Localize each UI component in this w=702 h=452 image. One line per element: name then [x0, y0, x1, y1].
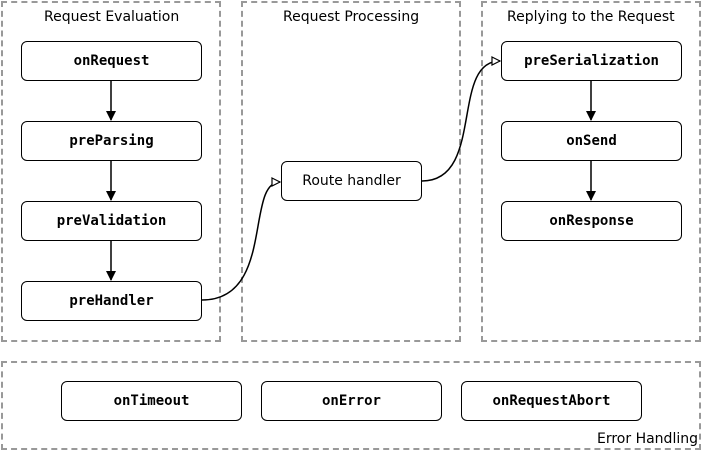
edge-prehandler-to-routehandler — [201, 182, 280, 301]
node-preparsing: preParsing — [21, 121, 202, 161]
node-onerror: onError — [261, 381, 442, 421]
group-request-processing — [241, 1, 461, 342]
node-route-handler: Route handler — [281, 161, 422, 201]
node-prehandler: preHandler — [21, 281, 202, 321]
edge-routehandler-to-preserialization — [421, 61, 500, 182]
node-prevalidation: preValidation — [21, 201, 202, 241]
group-title-replying-to-request: Replying to the Request — [507, 9, 675, 25]
node-preserialization: preSerialization — [501, 41, 682, 81]
group-error-handling — [1, 361, 701, 450]
group-title-request-evaluation: Request Evaluation — [44, 9, 180, 25]
node-onresponse: onResponse — [501, 201, 682, 241]
group-title-error-handling: Error Handling — [597, 431, 698, 447]
group-request-evaluation — [1, 1, 221, 342]
node-onrequestabort: onRequestAbort — [461, 381, 642, 421]
group-title-request-processing: Request Processing — [283, 9, 420, 25]
node-onsend: onSend — [501, 121, 682, 161]
node-ontimeout: onTimeout — [61, 381, 242, 421]
group-replying-to-request — [481, 1, 701, 342]
node-onrequest: onRequest — [21, 41, 202, 81]
